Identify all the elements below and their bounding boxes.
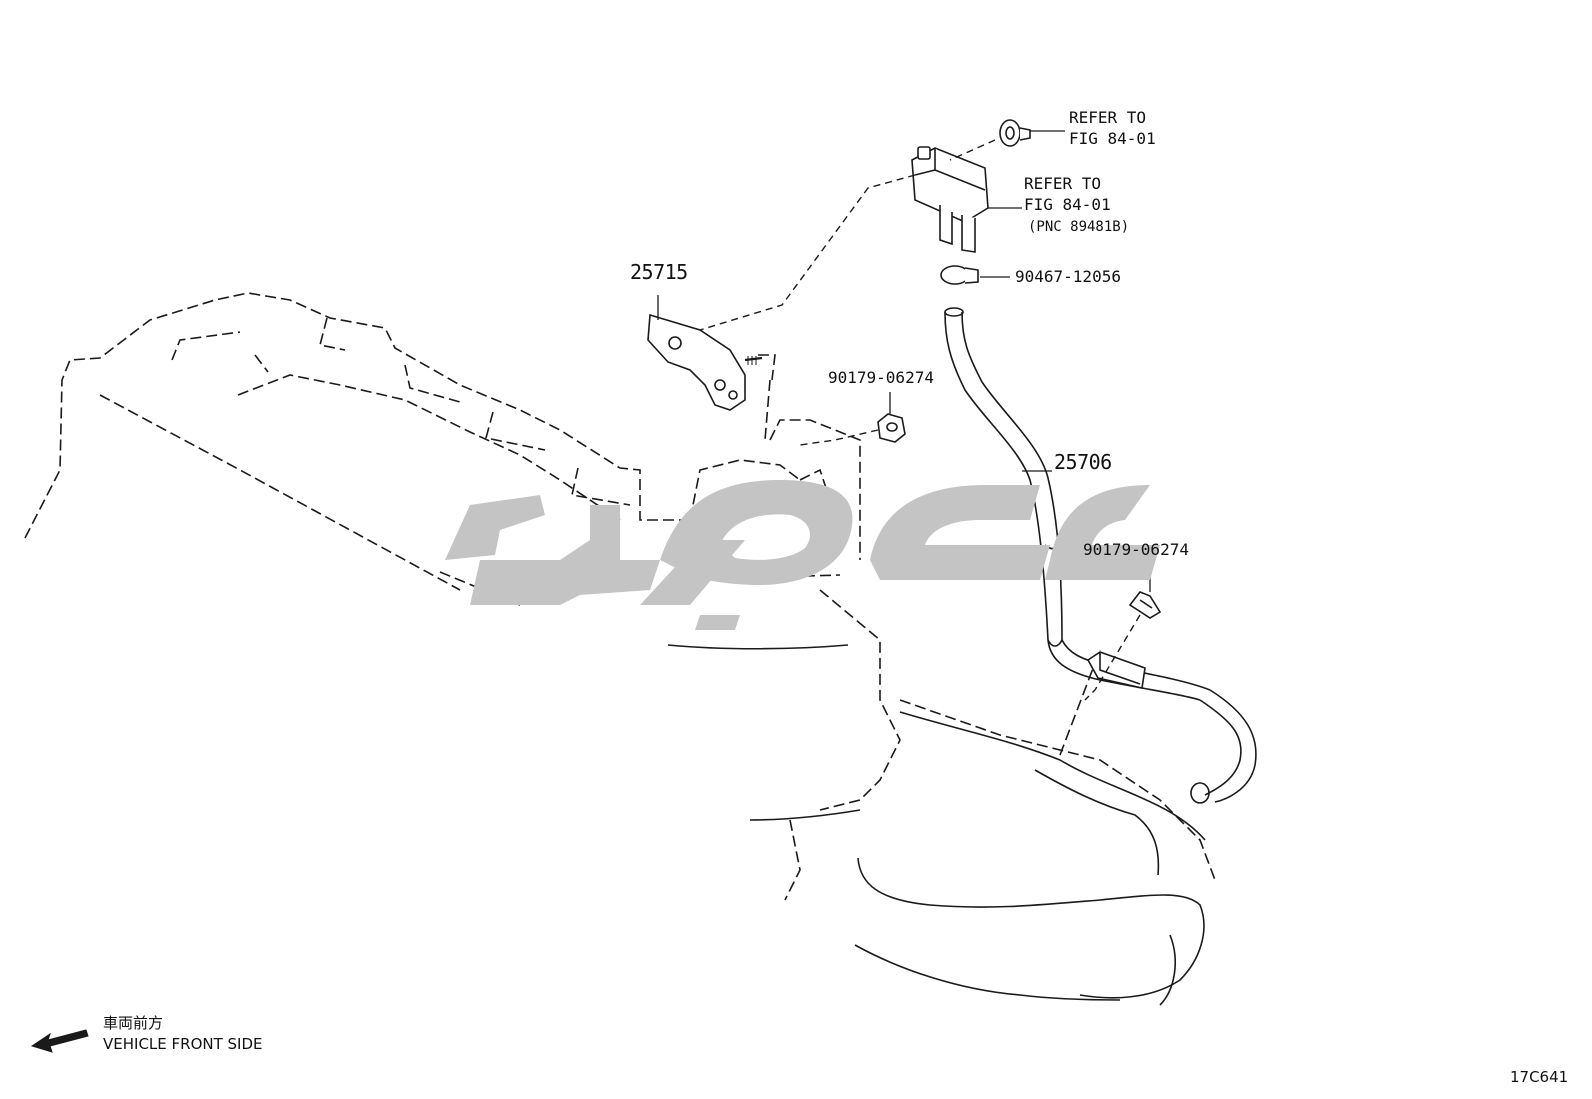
refer-note-2-line1: REFER TO bbox=[1024, 174, 1102, 193]
nut-90179-upper bbox=[877, 413, 906, 443]
pressure-sensor bbox=[911, 146, 989, 253]
refer-note-1-line2: FIG 84-01 bbox=[1069, 129, 1156, 148]
legend-english: VEHICLE FRONT SIDE bbox=[103, 1035, 263, 1053]
refer-note-2-pnc: (PNC 89481B) bbox=[1028, 219, 1130, 235]
part-label-90467: 90467-12056 bbox=[1015, 267, 1121, 286]
vehicle-front-arrow-icon bbox=[30, 1029, 89, 1053]
part-label-90179-upper: 90179-06274 bbox=[828, 368, 934, 387]
engine-outline bbox=[24, 292, 1216, 901]
grommet-top bbox=[999, 119, 1031, 147]
assembly-dashed-lines bbox=[699, 139, 1141, 701]
bracket-25715 bbox=[647, 313, 763, 411]
engine-solid-contours bbox=[667, 644, 1206, 1006]
watermark-logo bbox=[445, 480, 1160, 630]
refer-note-2-line2: FIG 84-01 bbox=[1024, 195, 1111, 214]
part-label-25706: 25706 bbox=[1054, 450, 1112, 474]
figure-code: 17C641 bbox=[1510, 1068, 1569, 1086]
nut-90179-lower bbox=[1128, 591, 1162, 619]
legend-japanese: 車両前方 bbox=[103, 1014, 164, 1032]
part-label-25715: 25715 bbox=[630, 260, 688, 284]
part-label-90179-lower: 90179-06274 bbox=[1083, 540, 1189, 559]
hose-clip-90467 bbox=[940, 265, 979, 285]
refer-note-1-line1: REFER TO bbox=[1069, 108, 1147, 127]
